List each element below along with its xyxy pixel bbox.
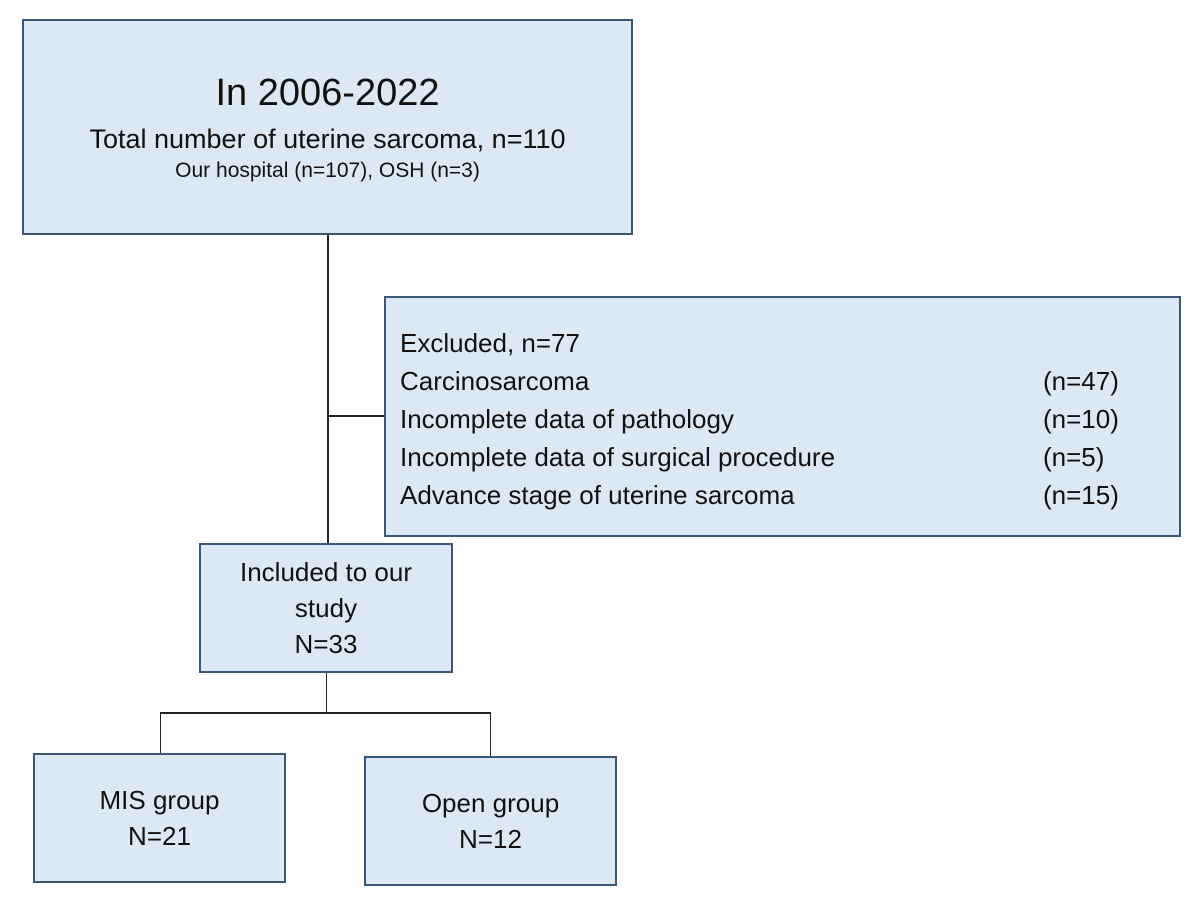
total-cohort-box: In 2006-2022 Total number of uterine sar… <box>22 19 633 235</box>
cohort-total-text: Total number of uterine sarcoma, n=110 <box>89 124 566 154</box>
excluded-box: Excluded, n=77 Carcinosarcoma (n=47) Inc… <box>384 296 1181 537</box>
connector-to-excluded <box>328 415 384 417</box>
excluded-header: Excluded, n=77 <box>400 324 1179 362</box>
mis-group-count: N=21 <box>128 821 191 851</box>
connector-split-horizontal <box>160 712 491 714</box>
included-label-line1: Included to our <box>239 557 412 587</box>
excluded-item-label: Incomplete data of pathology <box>400 404 734 434</box>
cohort-period-title: In 2006-2022 <box>215 72 440 114</box>
connector-to-open <box>490 713 491 756</box>
open-group-label: Open group <box>421 788 560 818</box>
included-box: Included to our study N=33 <box>199 543 453 673</box>
included-label-line2: study <box>294 593 358 623</box>
excluded-item-label: Incomplete data of surgical procedure <box>400 442 836 472</box>
mis-group-label: MIS group <box>99 785 220 815</box>
included-count: N=33 <box>294 629 358 659</box>
excluded-item-count: (n=15) <box>1043 480 1119 510</box>
excluded-header-text: Excluded, n=77 <box>400 328 580 358</box>
open-group-box: Open group N=12 <box>364 756 617 886</box>
excluded-item-count: (n=47) <box>1043 366 1119 396</box>
excluded-item-label: Advance stage of uterine sarcoma <box>400 480 795 510</box>
excluded-item-label: Carcinosarcoma <box>400 366 590 396</box>
mis-group-box: MIS group N=21 <box>33 753 286 883</box>
connector-to-mis <box>160 713 161 753</box>
excluded-item: Incomplete data of pathology (n=10) <box>400 400 1179 438</box>
open-group-count: N=12 <box>459 824 522 854</box>
cohort-source-text: Our hospital (n=107), OSH (n=3) <box>175 159 480 182</box>
connector-included-down <box>326 673 327 713</box>
excluded-item: Incomplete data of surgical procedure (n… <box>400 438 1179 476</box>
excluded-item-count: (n=10) <box>1043 404 1119 434</box>
excluded-item: Advance stage of uterine sarcoma (n=15) <box>400 476 1179 514</box>
excluded-item-count: (n=5) <box>1043 442 1105 472</box>
excluded-item: Carcinosarcoma (n=47) <box>400 362 1179 400</box>
connector-top-to-included <box>327 235 329 543</box>
